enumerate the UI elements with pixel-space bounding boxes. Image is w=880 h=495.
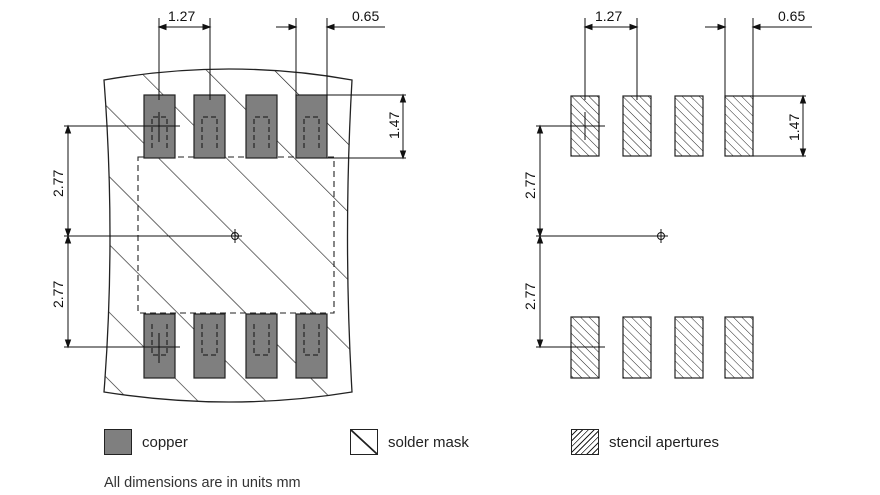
copper-pads-bottom	[143, 313, 328, 379]
legend-stencil: stencil apertures	[571, 427, 719, 457]
dim-right-pitch: 1.27	[595, 8, 622, 24]
dim-left-pad-width: 0.65	[352, 8, 379, 24]
legend-copper: copper	[104, 427, 188, 457]
legend-copper-label: copper	[142, 433, 188, 451]
dim-left-row-offset-top: 2.77	[50, 170, 66, 197]
stencil-aperture	[622, 95, 652, 157]
copper-pad	[295, 313, 328, 379]
dim-right-row-offset-bottom: 2.77	[522, 283, 538, 310]
package-body-hatch	[138, 157, 334, 313]
copper-pads-top	[143, 94, 328, 159]
stencil-aperture	[622, 316, 652, 379]
copper-pad	[193, 94, 226, 159]
stencil-aperture	[674, 316, 704, 379]
legend-solder-mask: solder mask	[350, 427, 469, 457]
copper-pad	[245, 94, 278, 159]
stencil-aperture	[724, 316, 754, 379]
copper-swatch-icon	[104, 429, 132, 455]
stencil-aperture	[674, 95, 704, 157]
copper-pad	[295, 94, 328, 159]
dim-right-row-offset-top: 2.77	[522, 172, 538, 199]
dim-right-pad-length: 1.47	[786, 114, 802, 141]
copper-pad	[245, 313, 278, 379]
legend-solder-mask-label: solder mask	[388, 433, 469, 451]
dim-left-row-offset-bottom: 2.77	[50, 281, 66, 308]
dim-right-pad-width: 0.65	[778, 8, 805, 24]
solder-mask-swatch-icon	[350, 429, 378, 455]
left-view: 1.27 0.65 1.47 2.77 2.77	[50, 8, 407, 403]
dim-left-pad-length: 1.47	[386, 112, 402, 139]
right-view: 1.27 0.65 1.47 2.77 2.77	[522, 8, 812, 379]
stencil-swatch-icon	[571, 429, 599, 455]
copper-pad	[193, 313, 226, 379]
units-note: All dimensions are in units mm	[104, 475, 301, 491]
dim-left-pitch: 1.27	[168, 8, 195, 24]
stencil-aperture	[724, 95, 754, 157]
legend-stencil-label: stencil apertures	[609, 433, 720, 451]
center-mark-right	[654, 229, 668, 243]
